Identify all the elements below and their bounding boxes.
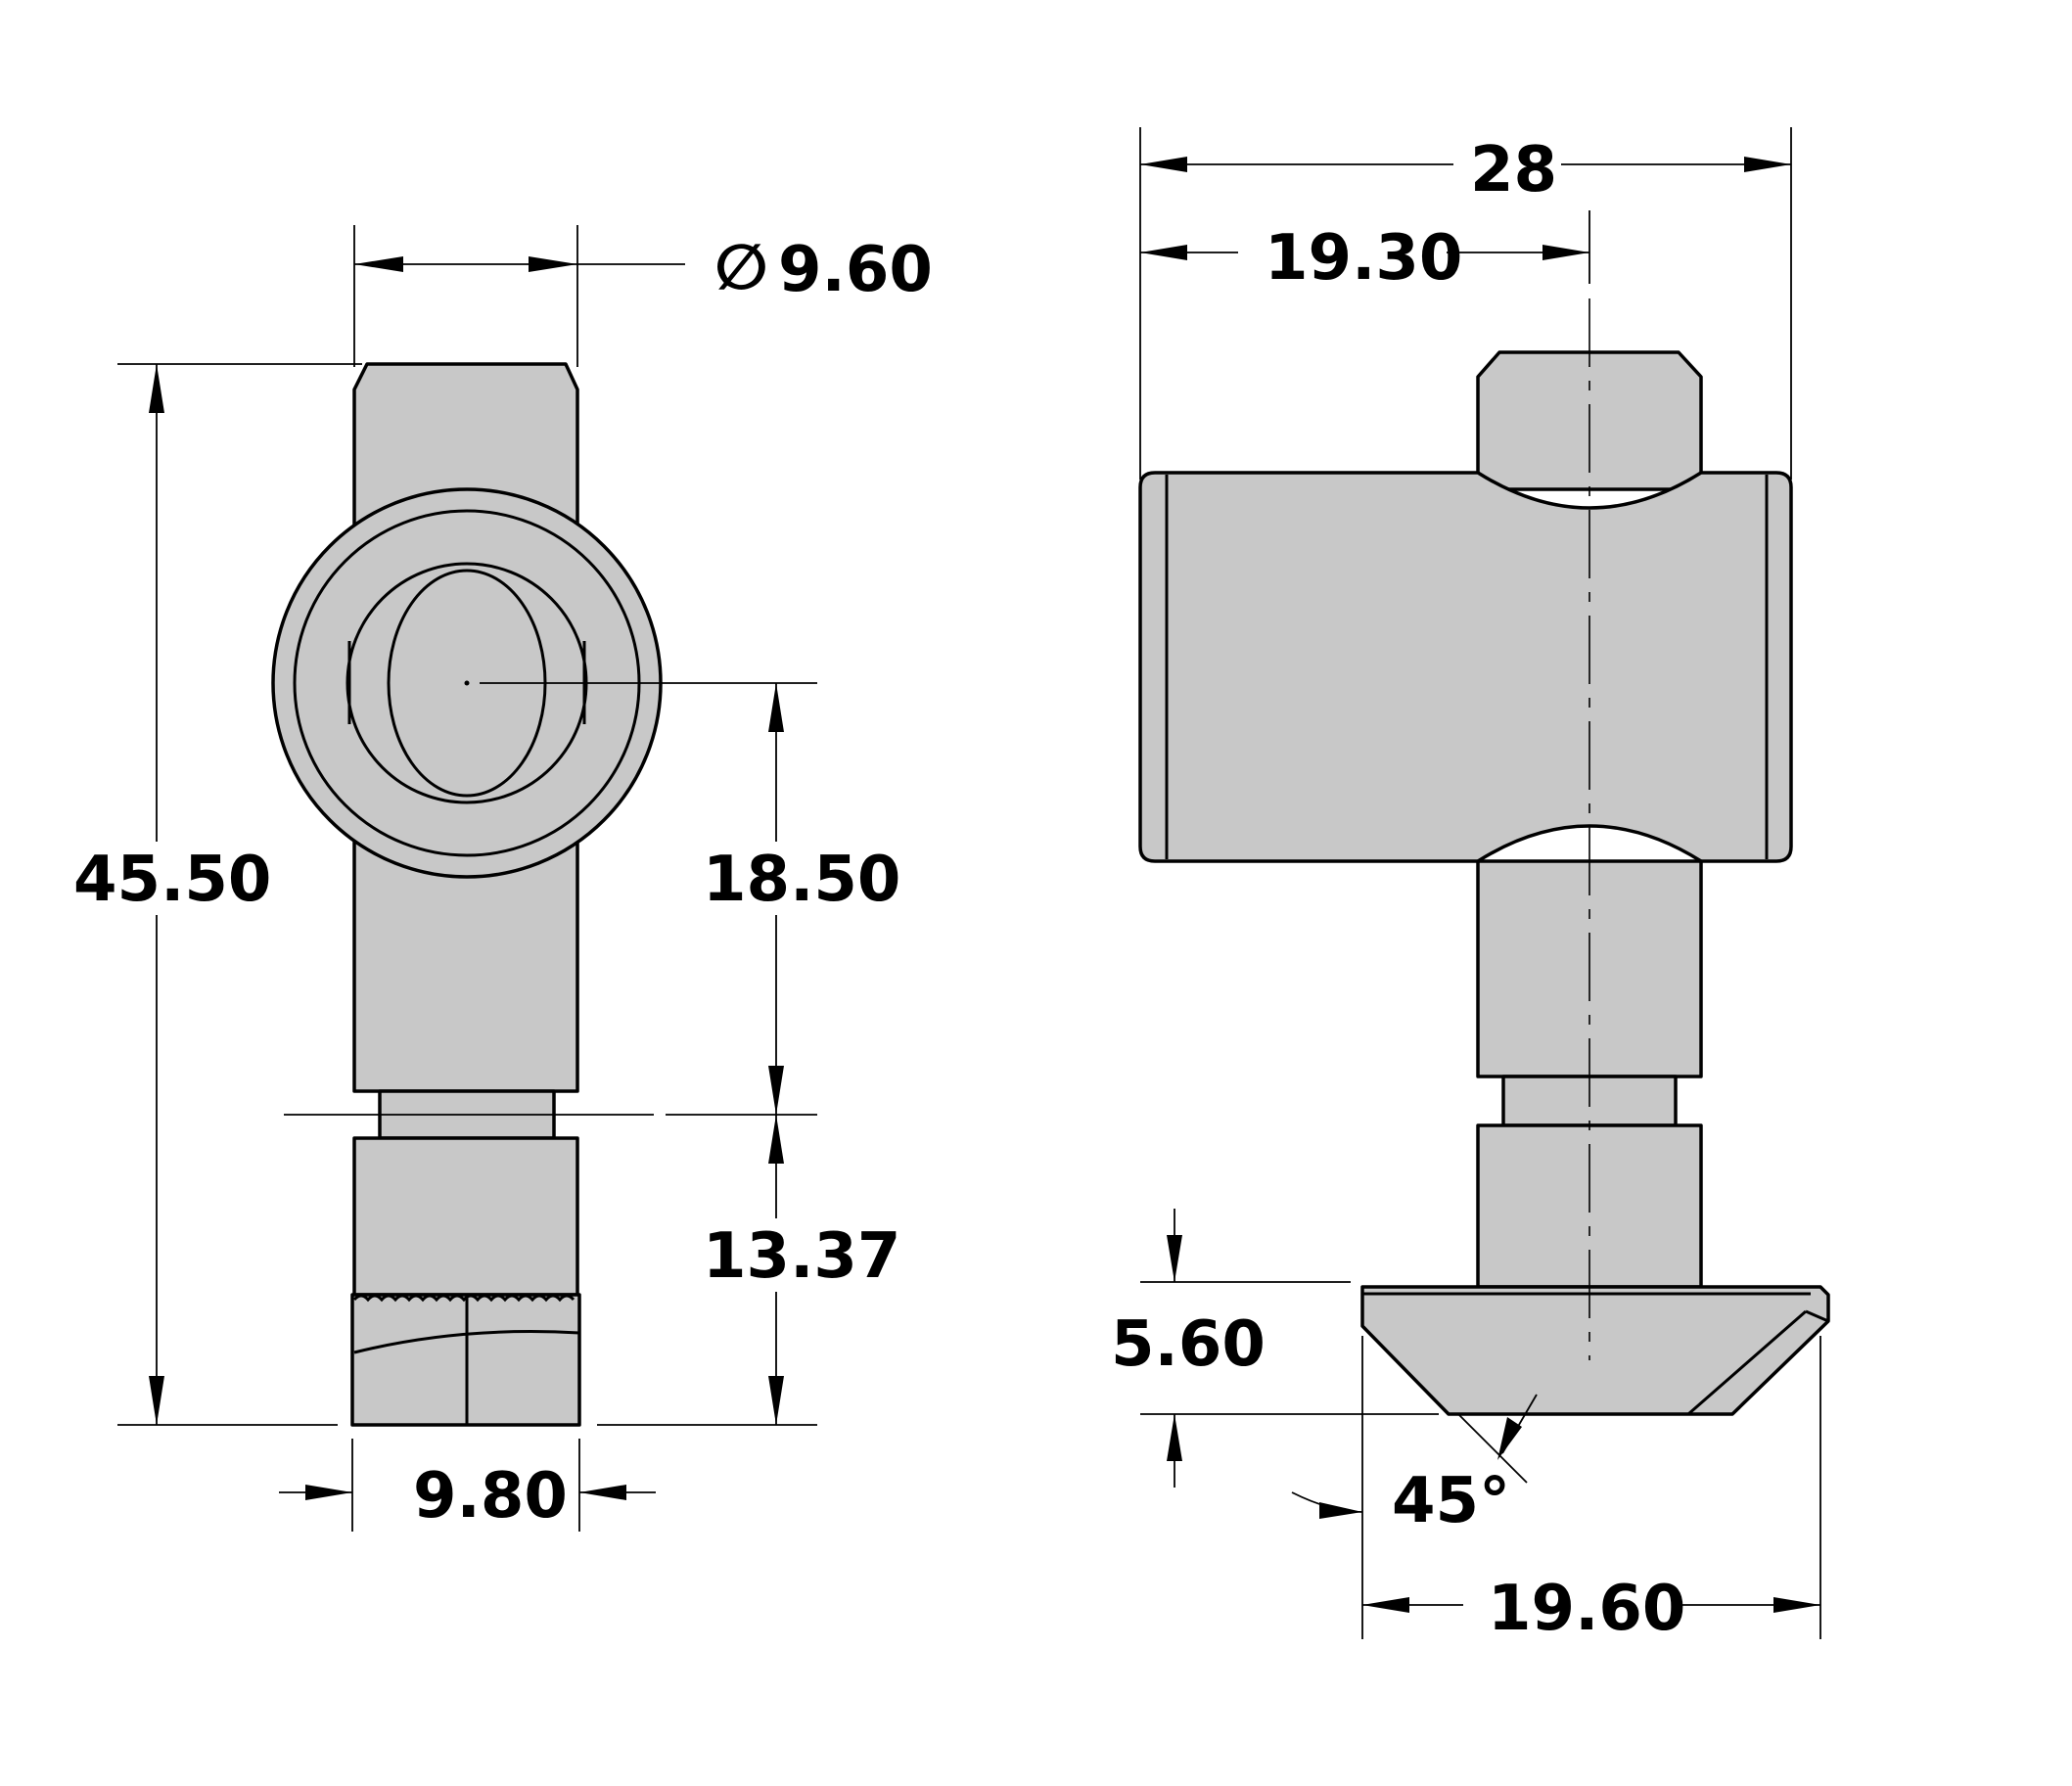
w980-arrow-right — [579, 1485, 626, 1500]
h560-arrow-bottom — [1167, 1414, 1182, 1461]
left-knurl-edge — [352, 1294, 576, 1303]
width-label: 9.80 — [413, 1460, 568, 1533]
base-width-label: 19.60 — [1488, 1573, 1685, 1645]
h1337-arrow-bottom — [768, 1376, 784, 1425]
diameter-symbol: ∅ — [714, 232, 768, 304]
right-t-head-bevel — [1687, 1309, 1829, 1416]
h1850-arrow-bottom — [768, 1066, 784, 1115]
dia-arrow-left — [354, 256, 403, 272]
w1960-arrow-left — [1362, 1597, 1409, 1613]
head-height-label: 5.60 — [1111, 1308, 1266, 1381]
left-lower-cylinder — [352, 1136, 579, 1297]
dia-arrow-right — [529, 256, 577, 272]
center-height-label: 18.50 — [703, 844, 900, 916]
w1930-arrow-left — [1140, 245, 1187, 260]
overall-height-label: 45.50 — [73, 844, 271, 916]
angle-ext — [1457, 1413, 1528, 1484]
w28-arrow-right — [1744, 157, 1791, 172]
left-center-dot — [464, 680, 470, 686]
h1337-arrow-top — [768, 1115, 784, 1164]
w1930-arrow-right — [1542, 245, 1589, 260]
h4550-arrow-top — [149, 364, 164, 413]
h4550-arrow-bottom — [149, 1376, 164, 1425]
right-t-head — [1360, 1285, 1830, 1416]
w28-arrow-left — [1140, 157, 1187, 172]
offset-width-label: 19.30 — [1265, 222, 1462, 295]
right-view: 28 19.30 5.60 45° 19.60 — [1111, 127, 1830, 1645]
diameter-label: 9.60 — [778, 234, 933, 306]
left-view: ∅ 9.60 45.50 18.50 13.37 9.80 — [73, 225, 933, 1533]
lower-height-label: 13.37 — [703, 1220, 900, 1293]
left-foot-curve — [353, 1330, 580, 1354]
chamfer-angle-label: 45° — [1392, 1465, 1510, 1537]
h1850-arrow-top — [768, 683, 784, 732]
angle-arrow — [1497, 1417, 1522, 1460]
overall-width-label: 28 — [1470, 134, 1557, 206]
right-body — [1138, 471, 1793, 863]
w1960-arrow-right — [1773, 1597, 1820, 1613]
w980-arrow-left — [305, 1485, 352, 1500]
h560-arrow-top — [1167, 1235, 1182, 1282]
angle-arrow-left — [1319, 1502, 1362, 1519]
